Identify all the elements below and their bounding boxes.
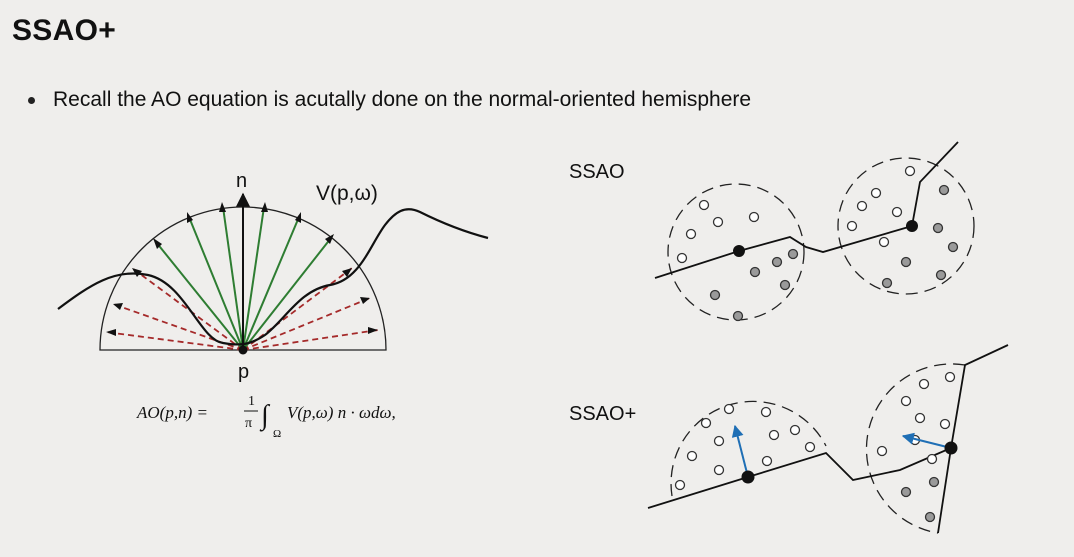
equation-integrand: V(p,ω) n · ωdω,: [287, 403, 396, 422]
ssao-free-samples: [676, 165, 916, 264]
hemisphere-diagram: n V(p,ω) p: [57, 170, 489, 383]
ssao-plus-surface: [647, 344, 1009, 509]
ssao-plus-normal-left: [731, 424, 749, 478]
visible-ray-heads: [153, 202, 334, 249]
normal-label: n: [236, 170, 247, 192]
ssao-label: SSAO: [569, 161, 625, 183]
point-label: p: [238, 361, 249, 383]
ssao-plus-center-left: [741, 470, 755, 484]
ssao-plus-diameter-right: [937, 447, 952, 534]
ssao-center-right: [906, 220, 918, 232]
ssao-plus-diagram: [647, 344, 1009, 534]
bullet-point: Recall the AO equation is acutally done …: [28, 88, 751, 112]
bullet-text: Recall the AO equation is acutally done …: [53, 88, 752, 111]
ssao-center-left: [733, 245, 745, 257]
ssao-plus-label: SSAO+: [569, 403, 636, 425]
equation-domain: Ω: [273, 428, 281, 440]
equation-frac-num: 1: [248, 394, 255, 409]
visible-rays: [155, 206, 332, 351]
ssao-plus-normal-right: [901, 432, 952, 449]
point-p: [238, 345, 248, 355]
ssao-plus-free-samples: [674, 371, 956, 491]
equation-frac-den: π: [245, 416, 252, 431]
visibility-label: V(p,ω): [316, 182, 378, 205]
ssao-plus-occluded-samples: [900, 476, 940, 523]
visibility-curve: [57, 208, 489, 346]
hemisphere-outline: [99, 206, 387, 351]
ssao-diagram: [654, 141, 975, 322]
bullet-dot-icon: [28, 96, 35, 104]
ssao-plus-hemisphere-right: [865, 363, 966, 534]
ssao-surface: [654, 141, 959, 279]
ssao-plus-center-right: [944, 441, 958, 455]
ssao-occluded-samples: [709, 184, 959, 322]
equation-lhs: AO(p,n) =: [136, 403, 208, 422]
ssao-sphere-right: [837, 157, 975, 295]
slide-title: SSAO+: [12, 14, 117, 47]
equation-integral: ∫: [259, 400, 271, 432]
ao-equation: AO(p,n) = 1 π ∫ Ω V(p,ω) n · ωdω,: [136, 394, 396, 440]
